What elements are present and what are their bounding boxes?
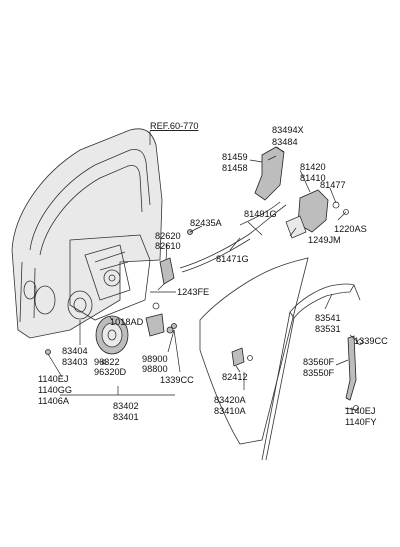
- label-1339cc-left: 1339CC: [160, 375, 194, 385]
- label-83484: 83484: [272, 137, 298, 147]
- fasteners: [45, 229, 193, 365]
- label-83403: 83403: [62, 357, 88, 367]
- label-81410: 81410: [300, 173, 326, 183]
- latch-bracket: [254, 146, 285, 201]
- label-96322: 96322: [94, 357, 120, 367]
- label-81491g: 81491G: [244, 209, 277, 219]
- label-1140ej-left: 1140EJ: [38, 374, 68, 384]
- label-98900: 98900: [142, 354, 168, 364]
- door-regulator: [67, 244, 131, 320]
- label-81458: 81458: [222, 163, 248, 173]
- label-ref-60-770: REF.60-770: [150, 121, 199, 131]
- label-83420a: 83420A: [214, 395, 247, 405]
- door-latch: [285, 189, 349, 239]
- part-labels: REF.60-770 83494X 83484 81459 81458 8142…: [38, 121, 388, 427]
- label-83410a: 83410A: [214, 406, 247, 416]
- label-83401: 83401: [113, 412, 139, 422]
- label-11406a: 11406A: [38, 396, 70, 406]
- label-81471g: 81471G: [216, 254, 249, 264]
- label-81459: 81459: [222, 152, 248, 162]
- label-1220as: 1220AS: [334, 224, 367, 234]
- door-lock-part: [145, 302, 174, 337]
- inside-handle-part: [157, 257, 175, 291]
- label-83402: 83402: [113, 401, 139, 411]
- label-1249jm: 1249JM: [308, 235, 341, 245]
- rear-channel: [345, 335, 363, 411]
- label-82412: 82412: [222, 372, 248, 382]
- label-82620: 82620: [155, 231, 181, 241]
- door-glass: [199, 257, 309, 445]
- label-1140gg: 1140GG: [38, 385, 72, 395]
- label-1339cc-right: 1339CC: [354, 336, 388, 346]
- label-83550f: 83550F: [303, 368, 335, 378]
- label-96320d: 96320D: [94, 367, 127, 377]
- label-83531: 83531: [315, 324, 341, 334]
- label-83404: 83404: [62, 346, 88, 356]
- label-1140fy: 1140FY: [345, 417, 377, 427]
- glass-clip: [231, 347, 253, 367]
- control-rods: [179, 201, 287, 273]
- label-1018ad: 1018AD: [110, 317, 144, 327]
- label-83560f: 83560F: [303, 357, 335, 367]
- speaker-part: [95, 315, 129, 355]
- label-82610: 82610: [155, 241, 181, 251]
- run-channel: [261, 283, 361, 461]
- label-83494x: 83494X: [272, 125, 304, 135]
- door-panel: [11, 128, 163, 339]
- label-98800: 98800: [142, 364, 168, 374]
- label-81420: 81420: [300, 162, 326, 172]
- label-82435a: 82435A: [190, 218, 223, 228]
- label-1140ej-right: 1140EJ: [345, 406, 375, 416]
- label-1243fe: 1243FE: [177, 287, 209, 297]
- label-81477: 81477: [320, 180, 346, 190]
- leader-lines: [47, 131, 359, 411]
- label-83541: 83541: [315, 313, 341, 323]
